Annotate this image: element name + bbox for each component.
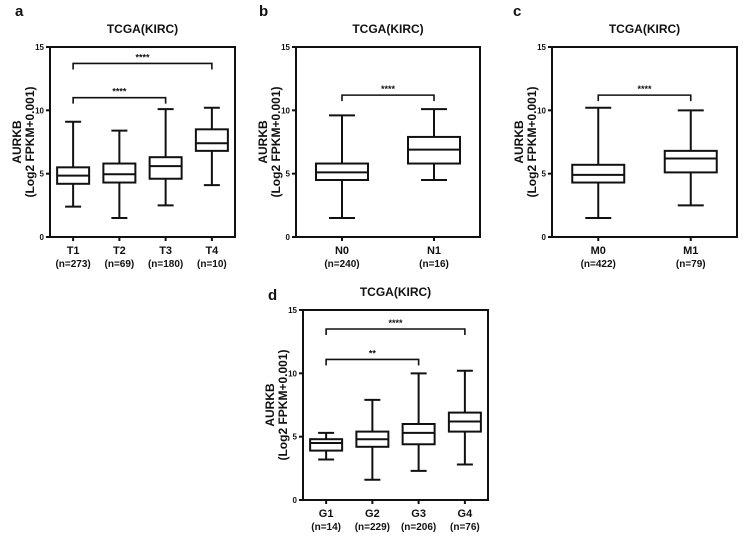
panel-label: d (268, 287, 277, 304)
box-G4 (447, 369, 482, 466)
y-tick-label: 10 (281, 106, 290, 115)
y-tick-label: 0 (40, 233, 45, 242)
y-axis-label: AURKB (10, 120, 24, 164)
sample-size-label: (n=76) (450, 522, 480, 533)
iqr-box (102, 162, 137, 184)
y-tick-label: 5 (40, 170, 45, 179)
x-tick-label: N1 (427, 245, 441, 257)
box-N1 (407, 108, 461, 181)
significance-bracket (72, 96, 167, 104)
significance-bracket (325, 358, 420, 366)
sample-size-label: (n=79) (676, 259, 706, 270)
x-tick-label: N0 (335, 245, 349, 257)
y-tick-label: 15 (35, 43, 44, 52)
y-axis-label: AURKB (512, 120, 526, 164)
y-tick-label: 5 (286, 170, 291, 179)
box-T3 (148, 108, 183, 207)
box-T2 (102, 129, 137, 219)
iqr-box (309, 438, 344, 452)
box-T1 (56, 120, 91, 208)
significance-label: **** (637, 84, 652, 94)
y-tick-label: 10 (537, 106, 546, 115)
x-tick-label: T1 (67, 245, 80, 257)
x-tick-label: G3 (411, 508, 426, 520)
sample-size-label: (n=240) (324, 259, 359, 270)
plot-frame (302, 309, 489, 501)
y-axis-label-unit: (Log2 FPKM+0.001) (23, 86, 37, 197)
x-tick-label: M1 (683, 245, 698, 257)
iqr-box (194, 128, 229, 152)
sample-size-label: (n=273) (55, 259, 90, 270)
sample-size-label: (n=206) (401, 522, 436, 533)
y-tick-label: 10 (35, 106, 44, 115)
significance-bracket (325, 328, 466, 335)
y-tick-label: 15 (537, 43, 546, 52)
y-tick-label: 0 (542, 233, 547, 242)
box-N0 (315, 114, 369, 219)
significance-label: **** (135, 52, 150, 62)
x-tick-label: G4 (458, 508, 474, 520)
plot-frame (295, 46, 481, 238)
y-tick-label: 5 (542, 170, 547, 179)
box-T4 (194, 106, 229, 187)
significance-bracket (72, 62, 213, 70)
y-axis-label-unit: (Log2 FPKM+0.001) (525, 86, 539, 197)
chart-title: TCGA(KIRC) (352, 22, 423, 36)
sample-size-label: (n=10) (197, 259, 227, 270)
chart-title: TCGA(KIRC) (609, 22, 680, 36)
chart-title: TCGA(KIRC) (107, 22, 178, 36)
x-tick-label: G1 (319, 508, 334, 520)
iqr-box (571, 163, 626, 184)
panel-label: c (513, 3, 521, 20)
sample-size-label: (n=69) (105, 259, 135, 270)
iqr-box (148, 156, 183, 180)
x-tick-label: T3 (159, 245, 172, 257)
y-axis-label-unit: (Log2 FPKM+0.001) (276, 349, 290, 460)
y-tick-label: 15 (281, 43, 290, 52)
sample-size-label: (n=180) (148, 259, 183, 270)
chart-title: TCGA(KIRC) (360, 285, 431, 299)
y-tick-label: 0 (293, 496, 298, 505)
y-axis-label: AURKB (256, 120, 270, 164)
x-tick-label: T2 (113, 245, 126, 257)
significance-label: **** (112, 87, 127, 97)
x-tick-label: M0 (591, 245, 606, 257)
box-G2 (355, 398, 390, 481)
box-M1 (663, 109, 718, 207)
plot-frame (49, 46, 236, 238)
panel-label: b (259, 3, 268, 20)
sample-size-label: (n=16) (419, 259, 449, 270)
plot-frame (551, 46, 738, 238)
box-G1 (309, 431, 344, 461)
panel-d: d TCGA(KIRC) AURKB(Log2 FPKM+0.001) 0 5 10 15G… (263, 285, 489, 533)
x-tick-label: T4 (205, 245, 219, 257)
significance-bracket (341, 94, 435, 102)
box-M0 (571, 106, 626, 219)
sample-size-label: (n=229) (355, 522, 390, 533)
significance-bracket (597, 94, 692, 102)
y-tick-label: 0 (286, 233, 291, 242)
iqr-box (663, 149, 718, 174)
y-axis-label: AURKB (263, 383, 277, 427)
significance-label: ** (369, 348, 377, 358)
y-tick-label: 15 (288, 306, 297, 315)
x-tick-label: G2 (365, 508, 380, 520)
y-tick-label: 5 (293, 433, 298, 442)
y-axis-label-unit: (Log2 FPKM+0.001) (269, 86, 283, 197)
iqr-box (401, 423, 436, 446)
box-G3 (401, 372, 436, 472)
y-tick-label: 10 (288, 369, 297, 378)
panel-label: a (15, 3, 24, 20)
sample-size-label: (n=422) (581, 259, 616, 270)
significance-label: **** (381, 84, 396, 94)
sample-size-label: (n=14) (311, 522, 341, 533)
significance-label: **** (388, 318, 403, 328)
